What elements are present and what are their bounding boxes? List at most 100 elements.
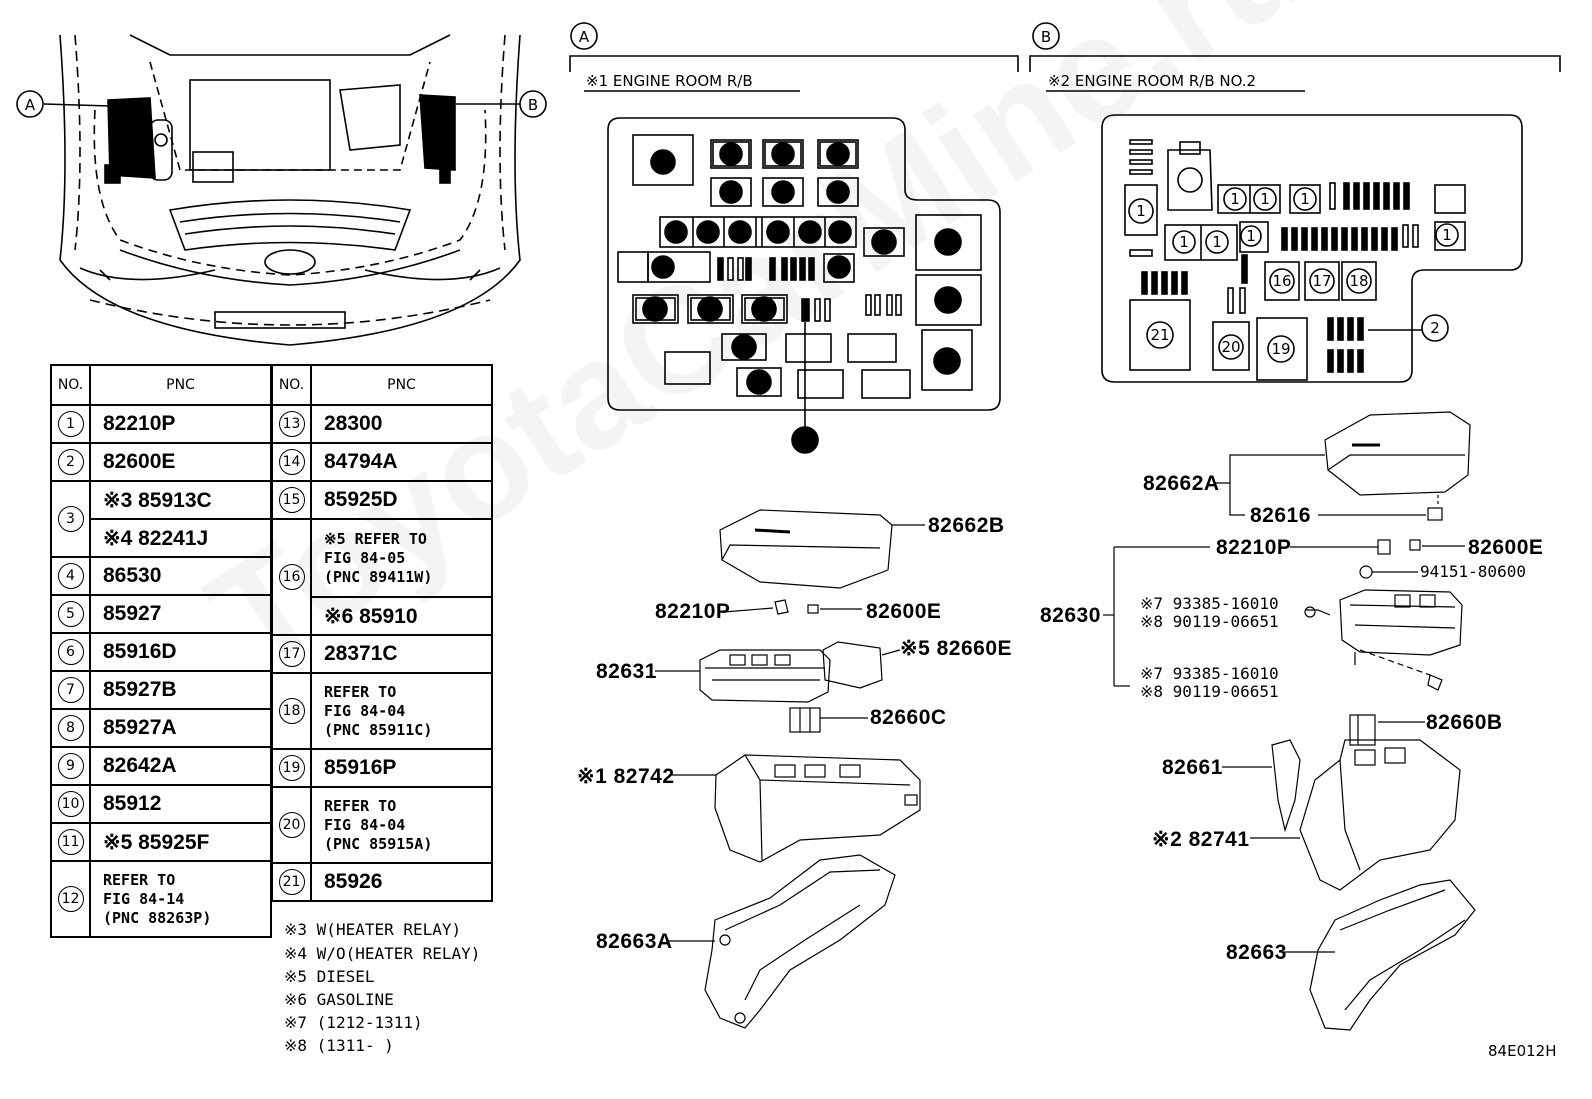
position-number: 1	[1136, 202, 1146, 220]
locator-b-vehicle: B	[519, 90, 547, 118]
part-label-82600E: 82600E	[866, 600, 942, 623]
figure-code: 84E012H	[1488, 1042, 1557, 1060]
reference-cell: REFER TO FIG 84-04 (PNC 85911C)	[310, 672, 493, 750]
footnote: ※6 GASOLINE	[284, 990, 394, 1009]
position-number: 9	[833, 183, 843, 201]
ref-line: REFER TO	[103, 870, 176, 889]
pnc-cell: 82600E	[89, 442, 272, 482]
relay-block-b-numbers	[1128, 187, 1459, 363]
row-number: 15	[278, 487, 305, 513]
row-number: 13	[278, 411, 305, 437]
position-number: 4	[726, 145, 736, 163]
position-number: 16	[1272, 272, 1291, 290]
part-label-90119-b: ※8 90119-06651	[1140, 682, 1279, 701]
reference-cell: ※5 REFER TO FIG 84-05 (PNC 89411W)	[310, 518, 493, 598]
locator-a-vehicle: A	[16, 90, 44, 118]
row-number: 3	[57, 506, 84, 532]
pnc-cell: ※4 82241J	[89, 518, 272, 558]
part-label-82630: 82630	[1040, 604, 1101, 627]
pos-circle	[826, 142, 850, 166]
relay-block-a-numbers	[642, 142, 962, 454]
position-number: 10	[874, 233, 893, 251]
row-number: 17	[278, 641, 305, 667]
position-number: 18	[1349, 272, 1368, 290]
part-label-82660C: 82660C	[870, 706, 947, 729]
pnc-cell: 28300	[310, 404, 493, 444]
part-label-90119-a: ※8 90119-06651	[1140, 612, 1279, 631]
ref-line: (PNC 85915A)	[324, 834, 433, 853]
row-number: 9	[57, 753, 84, 779]
pnc-cell: 85925D	[310, 480, 493, 520]
section-b-header: B	[1029, 22, 1561, 92]
part-label-82663A: 82663A	[596, 930, 673, 953]
part-label-82662A: 82662A	[1143, 472, 1220, 495]
pos-circle	[719, 142, 743, 166]
part-label-82210P: 82210P	[655, 600, 731, 623]
position-number: 11	[937, 352, 956, 370]
pnc-cell: 85927	[89, 594, 272, 634]
row-number: 21	[278, 869, 305, 895]
pnc-cell: 82642A	[89, 746, 272, 786]
position-number: 1	[735, 223, 745, 241]
position-number: 1	[1260, 190, 1270, 208]
part-label-82210P-b: 82210P	[1216, 536, 1292, 559]
section-a-header: A	[569, 22, 1019, 92]
row-number: 12	[57, 886, 84, 912]
position-number: 13	[700, 300, 719, 318]
row-number: 16	[278, 564, 305, 590]
position-number: 6	[778, 145, 788, 163]
pnc-cell: 84794A	[310, 442, 493, 482]
footnote: ※5 DIESEL	[284, 967, 375, 986]
pos-circle	[771, 142, 795, 166]
position-number: 19	[1271, 340, 1290, 358]
position-number: 1	[1300, 190, 1310, 208]
position-number: 1	[835, 223, 845, 241]
position-number: 1	[773, 223, 783, 241]
part-label-82742: ※1 82742	[577, 765, 675, 788]
pnc-cell: 85927A	[89, 708, 272, 748]
position-number: 14	[645, 300, 664, 318]
row-number: 4	[57, 563, 84, 589]
row-number: 6	[57, 639, 84, 665]
part-label-82661: 82661	[1162, 756, 1223, 779]
locator-b-label: B	[528, 96, 538, 114]
col-pnc-header: PNC	[310, 364, 493, 406]
position-number: 1	[834, 258, 844, 276]
ref-line: (PNC 88263P)	[103, 908, 212, 927]
position-number: 1	[671, 223, 681, 241]
pnc-cell: ※5 85925F	[89, 822, 272, 862]
position-number: 1	[658, 258, 668, 276]
ref-line: FIG 84-14	[103, 889, 185, 908]
pos-circle	[650, 149, 676, 175]
position-number: 1	[1246, 227, 1256, 245]
pnc-cell: ※6 85910	[310, 596, 493, 636]
section-b-locator: B	[1041, 28, 1051, 46]
footnote: ※4 W/O(HEATER RELAY)	[284, 944, 481, 963]
position-number: 7	[778, 183, 788, 201]
position-number: 11	[938, 233, 957, 251]
row-number: 7	[57, 677, 84, 703]
ref-line: FIG 84-04	[324, 815, 406, 834]
locator-a-label: A	[25, 96, 36, 114]
ref-line: REFER TO	[324, 796, 397, 815]
col-pnc-header: PNC	[89, 364, 272, 406]
row-number: 2	[57, 449, 84, 475]
pnc-cell: 85926	[310, 862, 493, 902]
part-label-82660E: ※5 82660E	[900, 637, 1013, 660]
row-number: 19	[278, 755, 305, 781]
position-number: 17	[1312, 272, 1331, 290]
part-label-82662B: 82662B	[928, 514, 1005, 537]
section-b-title: ※2 ENGINE ROOM R/B NO.2	[1048, 72, 1257, 90]
pos-circle	[719, 180, 743, 204]
position-number: 12	[754, 300, 773, 318]
part-label-82631: 82631	[596, 660, 657, 683]
position-number: 1	[703, 223, 713, 241]
part-label-94151: 94151-80600	[1420, 562, 1526, 581]
ref-line: (PNC 89411W)	[324, 567, 433, 586]
row-number: 14	[278, 449, 305, 475]
position-number: 3	[658, 153, 668, 171]
